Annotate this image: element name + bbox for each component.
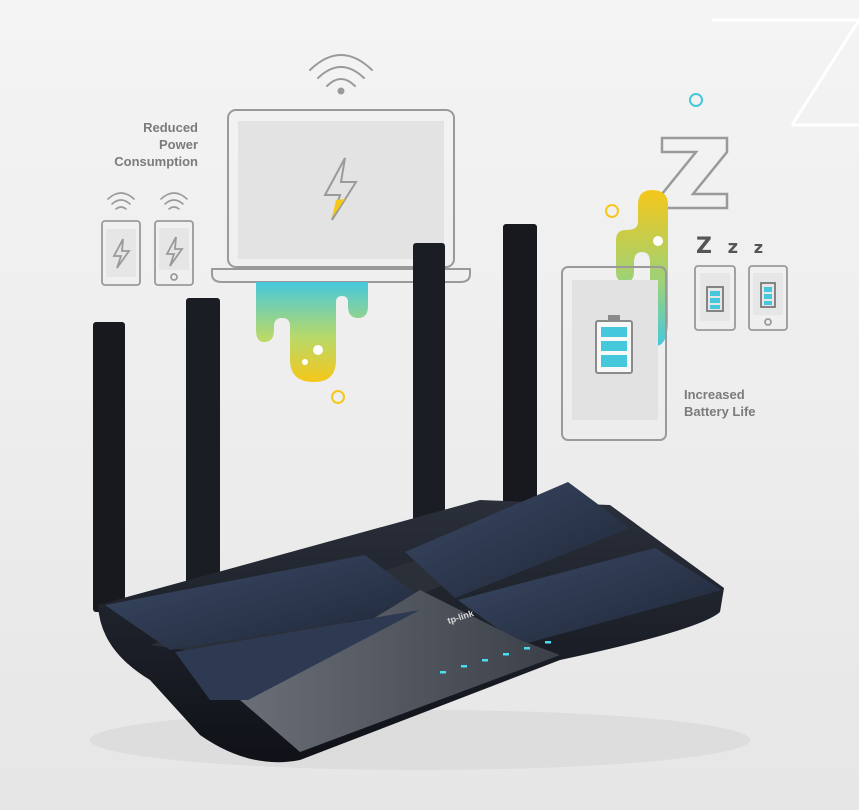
decor-circle <box>331 390 345 404</box>
sleep-z-icon <box>660 136 729 210</box>
large-z-outline-icon <box>712 18 859 127</box>
lightning-icon <box>323 157 358 221</box>
phone-icon <box>694 265 736 331</box>
drip-shape <box>256 282 368 382</box>
z-letter: Z <box>696 234 716 259</box>
wifi-icon <box>309 54 373 95</box>
laptop-icon <box>211 109 471 283</box>
increased-battery-label: Increased Battery Life <box>684 387 756 419</box>
tablet-icon <box>561 266 667 441</box>
status-led-row <box>440 641 551 674</box>
phone-icon <box>154 220 194 286</box>
z-letter: z <box>727 237 743 258</box>
wifi-icon <box>107 192 188 210</box>
z-letter: z <box>753 238 768 257</box>
router-icon <box>90 224 750 770</box>
phone-icon <box>101 220 141 286</box>
decor-circle <box>605 204 619 218</box>
battery-icon <box>595 315 633 374</box>
zzz-text: Z z z <box>696 234 767 259</box>
reduced-power-label: Reduced Power Consumption <box>114 120 198 169</box>
decor-circle <box>689 93 703 107</box>
phone-icon <box>748 265 788 331</box>
